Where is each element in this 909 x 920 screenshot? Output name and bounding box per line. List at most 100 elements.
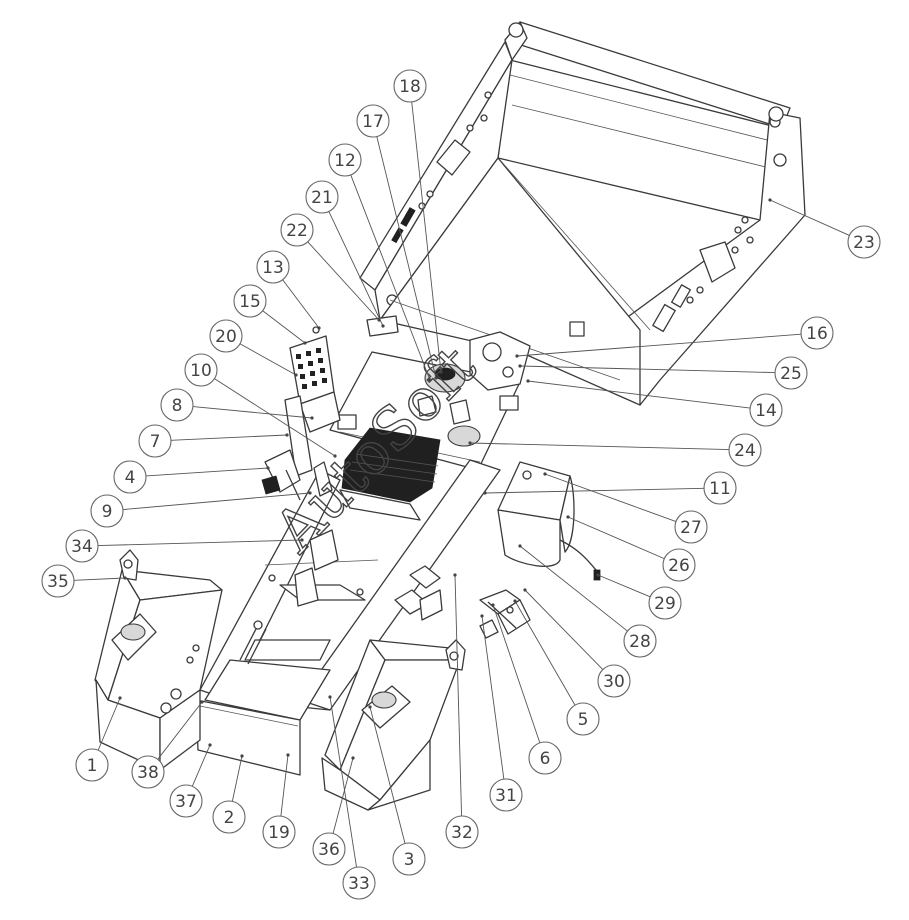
callout-circle <box>528 741 562 775</box>
callout-3: 3 <box>392 842 426 876</box>
callout-15: 15 <box>233 284 267 318</box>
callout-circle <box>445 815 479 849</box>
callout-circle <box>169 784 203 818</box>
callout-circle <box>392 842 426 876</box>
callout-21: 21 <box>305 180 339 214</box>
leader-tip-11 <box>483 491 487 495</box>
callout-circle <box>648 586 682 620</box>
leader-line-1 <box>97 697 121 751</box>
callout-4: 4 <box>113 460 147 494</box>
callout-30: 30 <box>597 664 631 698</box>
leader-tip-9 <box>308 491 312 495</box>
leader-tip-32 <box>453 573 457 577</box>
leader-tip-19 <box>286 753 290 757</box>
callout-circle <box>662 548 696 582</box>
callout-7: 7 <box>138 424 172 458</box>
callout-number: 8 <box>172 396 183 416</box>
callout-9: 9 <box>90 494 124 528</box>
leader-line-28 <box>519 545 628 632</box>
leader-tip-23 <box>768 198 772 202</box>
callout-24: 24 <box>728 433 762 467</box>
callout-number: 17 <box>362 112 384 132</box>
leader-line-26 <box>567 516 665 560</box>
leader-tip-15 <box>303 341 307 345</box>
leader-tip-17 <box>434 376 438 380</box>
callout-number: 23 <box>853 233 875 253</box>
callout-29: 29 <box>648 586 682 620</box>
left-bracket-drawing <box>261 326 341 501</box>
leader-line-20 <box>239 343 297 376</box>
callout-number: 37 <box>175 792 197 812</box>
callout-5: 5 <box>566 702 600 736</box>
leader-line-18 <box>411 101 442 373</box>
leader-line-24 <box>469 442 730 451</box>
callout-circle <box>342 866 376 900</box>
callout-36: 36 <box>312 832 346 866</box>
leader-tip-8 <box>310 416 314 420</box>
callout-number: 9 <box>102 502 113 522</box>
leader-tip-21 <box>381 324 385 328</box>
leader-tip-13 <box>317 326 321 330</box>
leader-line-38 <box>157 701 203 760</box>
callout-number: 35 <box>47 572 69 592</box>
callout-10: 10 <box>184 353 218 387</box>
callout-circle <box>65 529 99 563</box>
leader-tip-29 <box>596 573 600 577</box>
callout-number: 34 <box>71 537 93 557</box>
leader-line-36 <box>332 757 354 834</box>
leader-tip-14 <box>526 379 530 383</box>
callout-number: 14 <box>755 401 777 421</box>
callout-circle <box>328 143 362 177</box>
leader-line-8 <box>192 406 313 419</box>
callout-circle <box>312 832 346 866</box>
leader-line-30 <box>524 589 604 670</box>
callout-number: 3 <box>404 850 415 870</box>
callout-22: 22 <box>280 213 314 247</box>
callout-circle <box>184 353 218 387</box>
leader-line-4 <box>145 467 269 477</box>
callout-circle <box>113 460 147 494</box>
leader-tip-35 <box>123 576 127 580</box>
callout-number: 20 <box>215 327 237 347</box>
leader-tip-25 <box>518 364 522 368</box>
callout-6: 6 <box>528 741 562 775</box>
leader-line-9 <box>122 492 311 511</box>
leader-line-3 <box>369 706 406 844</box>
callout-number: 24 <box>734 441 756 461</box>
callout-number: 26 <box>668 556 690 576</box>
callout-circle <box>262 815 296 849</box>
callout-circle <box>847 225 881 259</box>
callout-circle <box>138 424 172 458</box>
leader-tip-16 <box>515 354 519 358</box>
callout-25: 25 <box>774 356 808 390</box>
leader-line-17 <box>376 136 437 379</box>
leader-line-22 <box>307 241 380 321</box>
callout-number: 25 <box>780 364 802 384</box>
leader-tip-4 <box>266 466 270 470</box>
leader-tip-37 <box>208 743 212 747</box>
callout-circle <box>774 356 808 390</box>
callout-17: 17 <box>356 104 390 138</box>
callout-number: 16 <box>806 324 828 344</box>
leader-line-16 <box>516 333 802 357</box>
callout-31: 31 <box>489 778 523 812</box>
leader-line-37 <box>191 744 211 787</box>
leader-lines <box>73 101 850 868</box>
right-tank-and-bracket-drawing <box>394 461 601 639</box>
callout-circle <box>489 778 523 812</box>
leader-line-6 <box>492 604 541 743</box>
callout-number: 1 <box>87 756 98 776</box>
leader-line-25 <box>519 365 776 374</box>
callout-number: 30 <box>603 672 625 692</box>
callout-11: 11 <box>703 471 737 505</box>
callout-number: 5 <box>578 710 589 730</box>
callout-number: 13 <box>262 258 284 278</box>
callout-14: 14 <box>749 393 783 427</box>
callout-1: 1 <box>75 748 109 782</box>
callout-19: 19 <box>262 815 296 849</box>
leader-tip-7 <box>285 433 289 437</box>
leader-tip-20 <box>294 373 298 377</box>
leader-tip-26 <box>566 515 570 519</box>
